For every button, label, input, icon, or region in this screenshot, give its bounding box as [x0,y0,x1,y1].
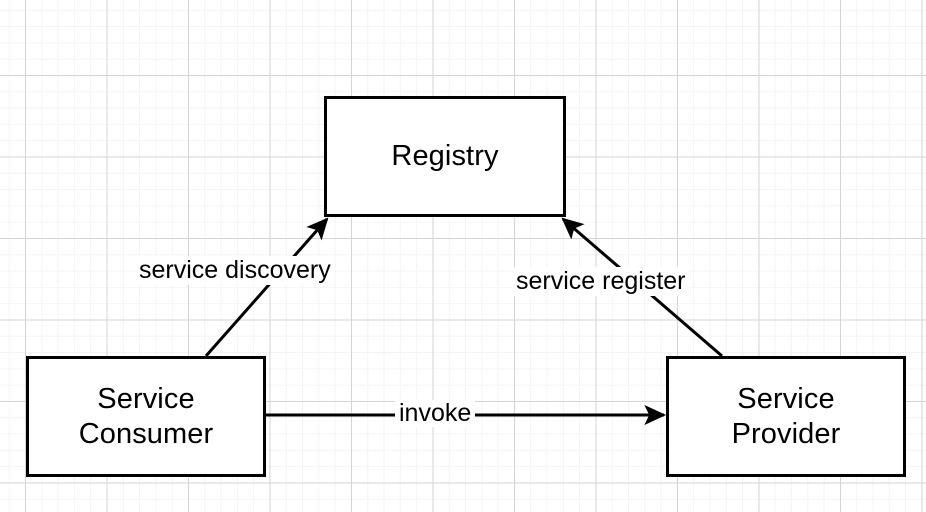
edge-service-discovery [204,217,329,357]
node-service-provider[interactable]: Service Provider [666,356,906,477]
edge-label-service-discovery: service discovery [136,256,334,285]
node-registry[interactable]: Registry [324,96,566,217]
edge-label-service-register: service register [513,267,689,296]
edge-label-invoke: invoke [395,400,476,427]
node-service-consumer[interactable]: Service Consumer [26,356,266,477]
